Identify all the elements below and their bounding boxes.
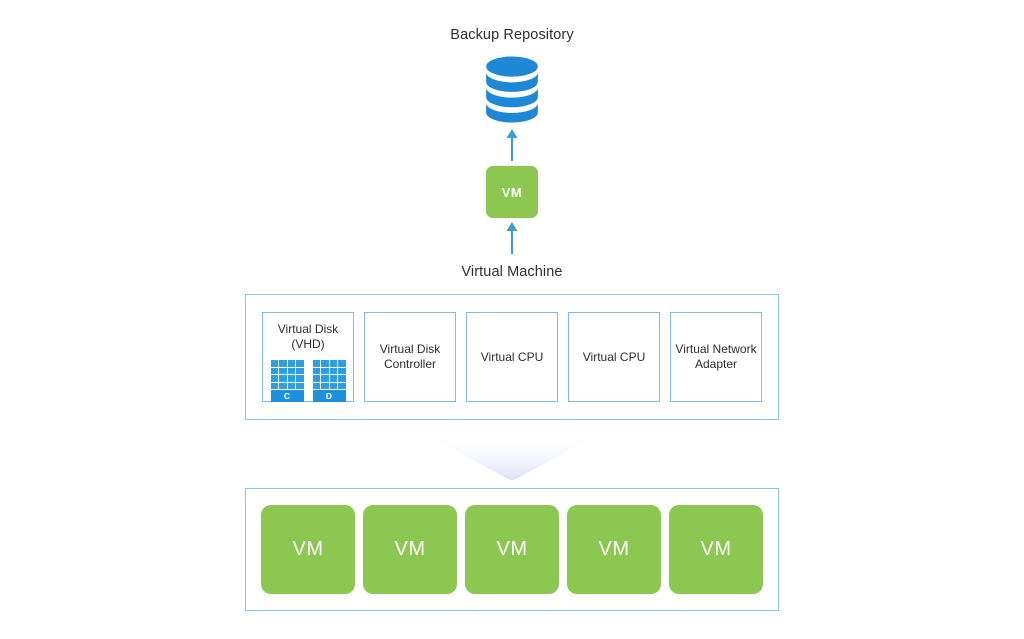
vm-box-label: VM <box>598 538 630 560</box>
database-icon <box>484 56 540 123</box>
vm-box-3: VM <box>465 505 559 594</box>
virtual-machine-label: Virtual Machine <box>461 264 563 280</box>
component-virtual-disk: Virtual Disk (VHD) C D <box>262 312 354 402</box>
vm-box-label: VM <box>394 538 426 560</box>
component-label: Virtual CPU <box>582 349 646 364</box>
component-sublabel: (VHD) <box>291 337 325 351</box>
disk-grid <box>270 360 304 389</box>
component-label: Virtual CPU <box>480 349 544 364</box>
host-vms-container: VM VM VM VM VM <box>245 488 779 611</box>
disk-d-icon: D <box>312 360 346 402</box>
disk-c-label: C <box>270 390 304 402</box>
vm-box-5: VM <box>669 505 763 594</box>
vm-box-2: VM <box>363 505 457 594</box>
disk-grid <box>312 360 346 389</box>
component-label: Virtual Network <box>675 342 757 356</box>
arrow-to-vm-icon <box>505 222 519 254</box>
arrow-to-repository-icon <box>505 129 519 161</box>
component-virtual-network-adapter: Virtual Network Adapter <box>670 312 762 402</box>
vm-node: VM <box>486 166 538 218</box>
component-virtual-cpu-2: Virtual CPU <box>568 312 660 402</box>
vm-components-container: Virtual Disk (VHD) C D <box>245 294 779 420</box>
disk-d-label: D <box>312 390 346 402</box>
disk-c-icon: C <box>270 360 304 402</box>
component-virtual-disk-controller: Virtual Disk Controller <box>364 312 456 402</box>
disk-row: C D <box>270 360 346 402</box>
component-label: Virtual Disk <box>277 322 339 336</box>
component-virtual-cpu-1: Virtual CPU <box>466 312 558 402</box>
vm-box-4: VM <box>567 505 661 594</box>
component-label: Virtual Disk <box>379 342 441 356</box>
chevron-down-icon <box>428 436 596 481</box>
component-sublabel: Adapter <box>694 357 738 371</box>
vm-box-label: VM <box>292 538 324 560</box>
vm-box-1: VM <box>261 505 355 594</box>
backup-repository-label: Backup Repository <box>450 27 574 43</box>
vm-node-label: VM <box>501 184 523 200</box>
component-sublabel: Controller <box>383 357 437 371</box>
vm-box-label: VM <box>700 538 732 560</box>
vm-box-label: VM <box>496 538 528 560</box>
